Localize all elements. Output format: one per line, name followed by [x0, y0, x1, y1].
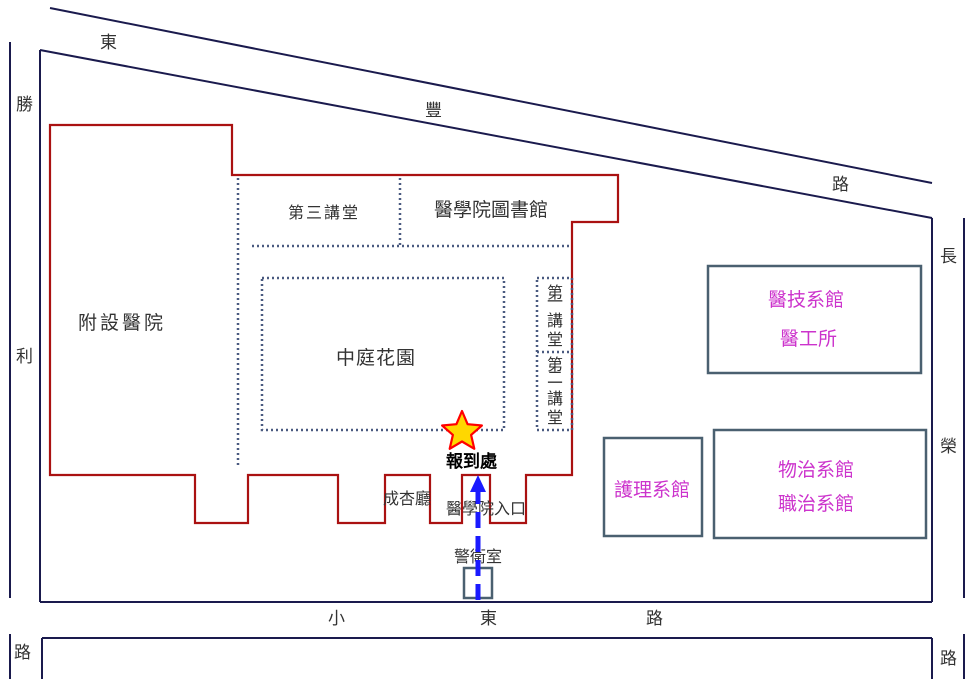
road-label-lu-right: 路 — [940, 649, 957, 669]
check-in-label: 報到處 — [446, 451, 498, 472]
ot-building-label: 職治系館 — [778, 493, 854, 515]
garden-boundary — [260, 276, 506, 432]
lecture-hall-1-char-4: 堂 — [547, 330, 563, 349]
lecture-hall-2-char-2: 二 — [547, 368, 563, 387]
lecture-hall-1-char-1: 第 — [547, 283, 563, 302]
entrance-label: 醫學院入口 — [446, 499, 526, 518]
lecture-hall-1-char-2: 一 — [547, 292, 563, 311]
road-label-lu-left: 路 — [14, 643, 31, 663]
nursing-building-label: 護理系館 — [614, 479, 690, 501]
route-arrow-head — [470, 475, 486, 492]
medtech-building-label: 醫技系館 — [768, 289, 844, 311]
department-buildings — [462, 264, 928, 600]
chengxing-hall-label: 成杏廳 — [383, 489, 431, 508]
dotted-boundaries — [236, 178, 574, 468]
lecture-hall-2-char-1: 第 — [547, 355, 563, 374]
lecture-hall-2-char-3: 講 — [547, 389, 563, 408]
lecture-hall-3-label: 第三講堂 — [288, 203, 360, 222]
guard-room-label: 警衛室 — [454, 547, 502, 566]
road-label-sheng: 勝 — [16, 95, 33, 115]
nursing-building-outline — [602, 436, 704, 538]
star-icon — [441, 409, 483, 450]
road-label-chang: 長 — [940, 247, 957, 267]
dongfeng-road-north-edge — [49, 7, 933, 184]
road-label-dong-xiaodong: 東 — [480, 609, 497, 629]
road-lines — [9, 7, 965, 679]
pt-ot-building-outline — [712, 428, 928, 540]
road-label-lu-xiaodong: 路 — [646, 609, 663, 629]
lecture-hall-2-char-4: 堂 — [547, 408, 563, 427]
lecture-hall-1-char-3: 講 — [547, 311, 563, 330]
road-label-rong: 榮 — [940, 437, 957, 457]
road-label-dong: 東 — [100, 33, 117, 53]
road-label-lu-dongfeng: 路 — [832, 175, 849, 195]
road-label-feng: 豐 — [425, 101, 442, 121]
medtech-building-outline — [706, 264, 923, 375]
road-label-li: 利 — [16, 347, 33, 367]
pt-building-label: 物治系館 — [778, 459, 854, 481]
medical-college-building-outline — [48, 123, 620, 525]
road-label-xiao: 小 — [328, 609, 345, 629]
dongfeng-road-south-edge — [39, 49, 933, 219]
hospital-label: 附設醫院 — [78, 312, 166, 334]
library-label: 醫學院圖書館 — [434, 199, 548, 221]
lecture-halls-1-2-boundary — [535, 276, 574, 432]
garden-label: 中庭花園 — [336, 347, 416, 369]
bme-institute-label: 醫工所 — [780, 328, 837, 350]
